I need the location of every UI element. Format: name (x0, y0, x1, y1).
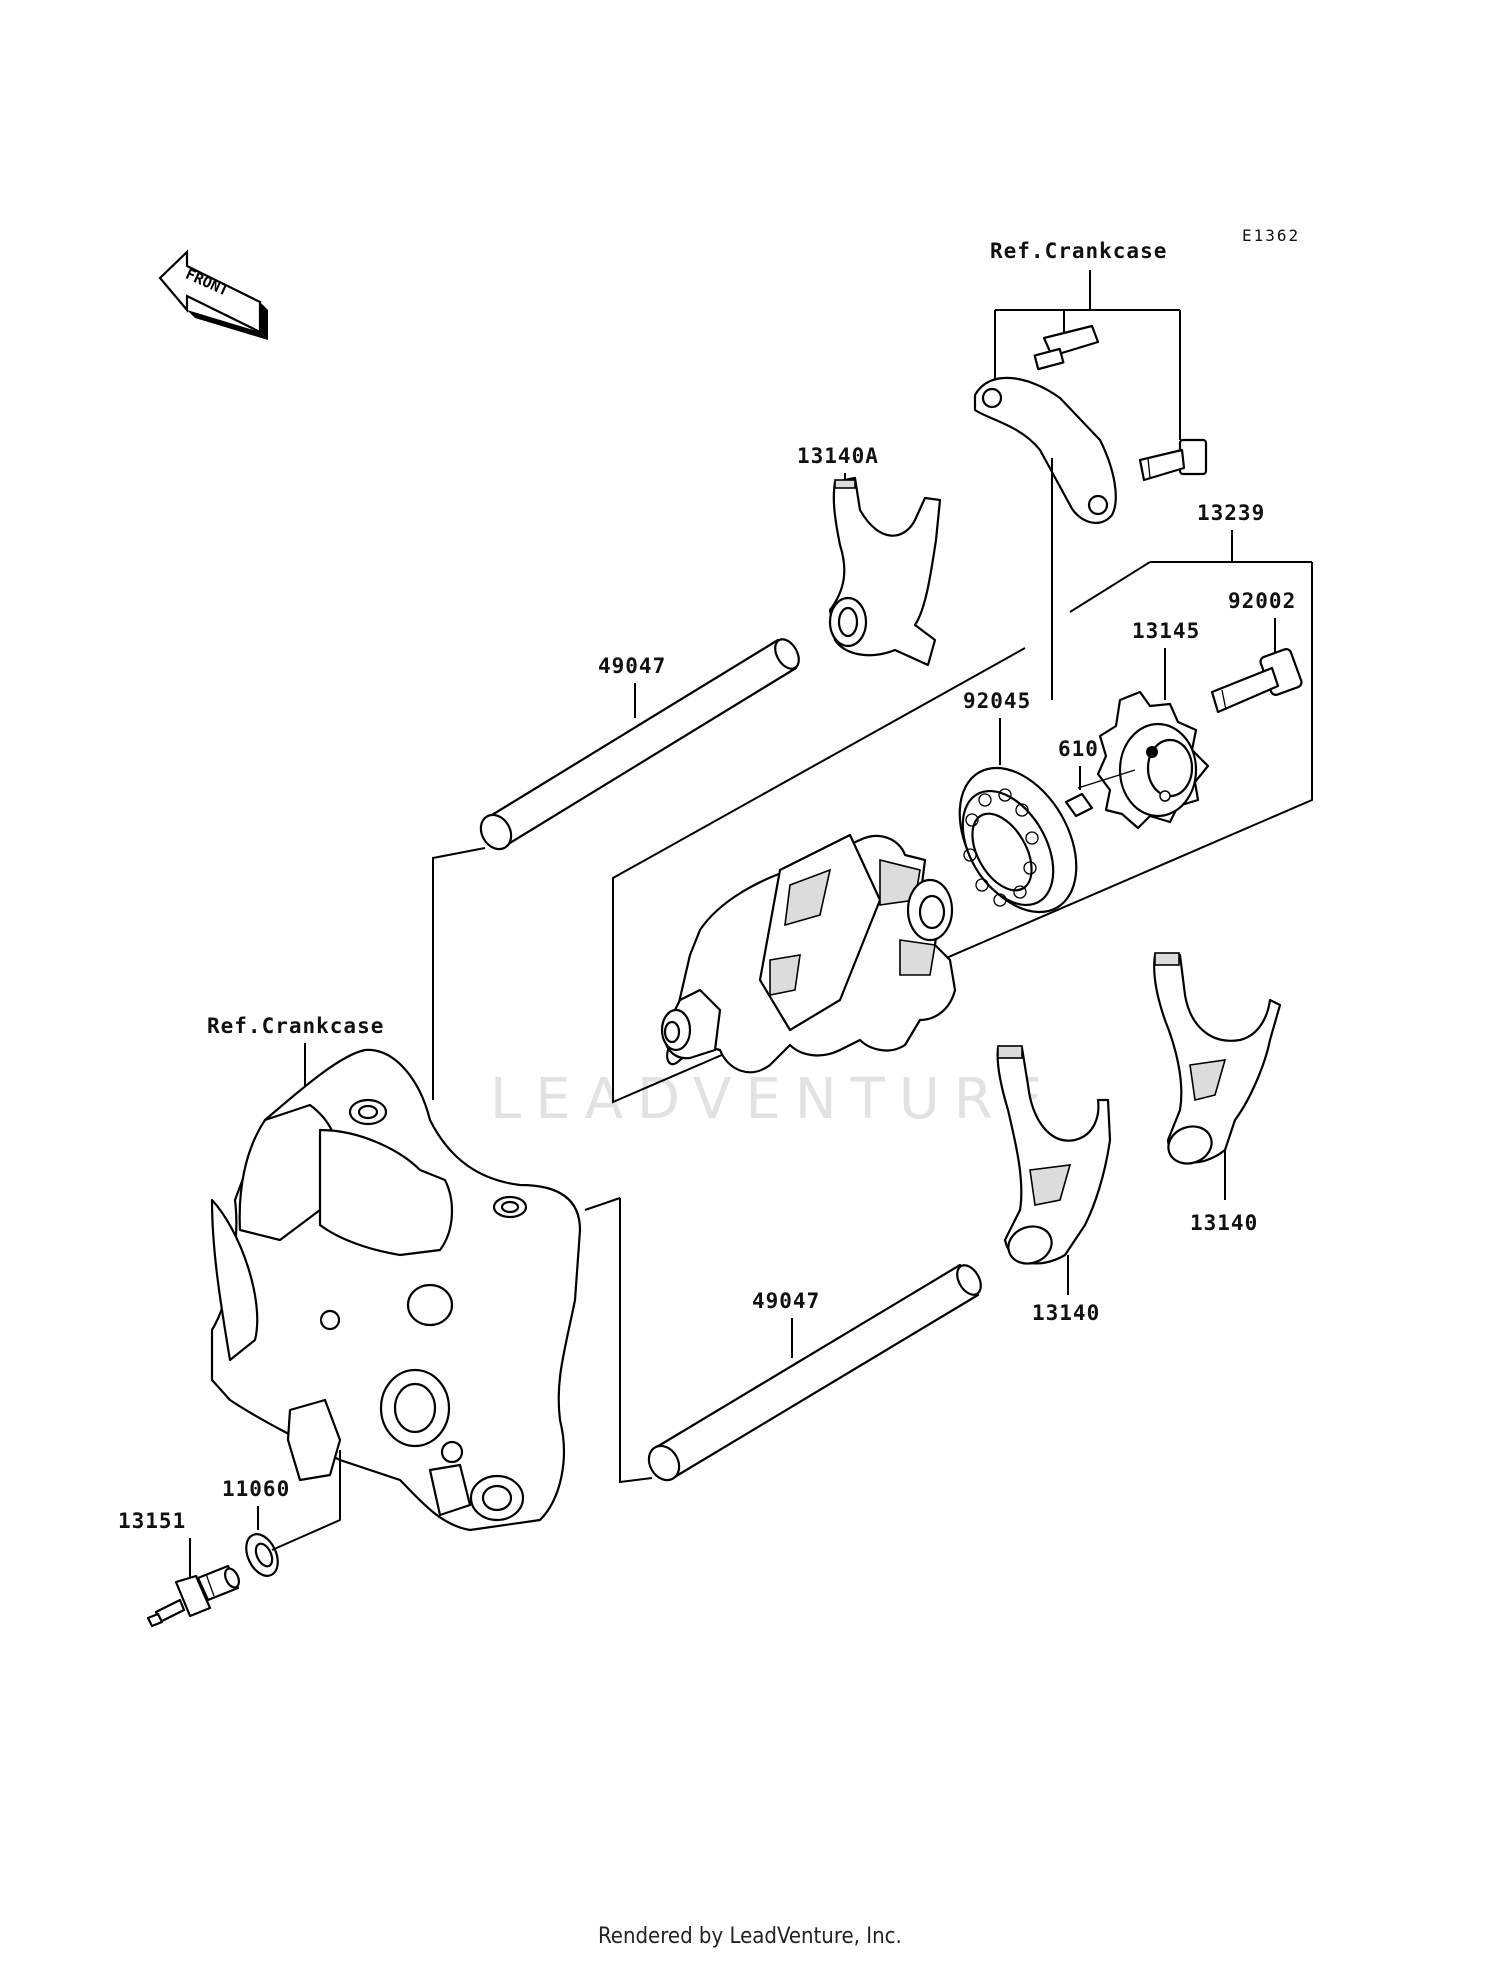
ball-bearing-icon (958, 766, 1078, 914)
neutral-switch-icon (146, 1564, 240, 1628)
crankcase-icon (210, 1048, 582, 1532)
bolt-lower-icon (1138, 438, 1208, 482)
label-shaft-lower: 49047 (752, 1289, 820, 1313)
shift-drum-icon (660, 833, 957, 1074)
dowel-pin-icon (1064, 769, 1136, 818)
label-switch: 13151 (118, 1509, 186, 1533)
shift-rod-lower-icon (647, 1263, 982, 1482)
label-drum-assembly: 13239 (1197, 501, 1265, 525)
front-arrow-icon: FRONT (158, 249, 268, 340)
label-washer: 11060 (222, 1477, 290, 1501)
leader-crankcase-bracket (584, 1197, 621, 1211)
label-ref-crankcase-left: Ref.Crankcase (207, 1014, 384, 1038)
label-shaft-upper: 49047 (598, 654, 666, 678)
label-bearing: 92045 (963, 689, 1031, 713)
label-bolt: 92002 (1228, 589, 1296, 613)
footer-credit: Rendered by LeadVenture, Inc. (598, 1924, 902, 1949)
washer-icon (245, 1533, 279, 1577)
label-pin: 610 (1058, 737, 1099, 761)
leader-shaft-lower-crankcase (619, 1198, 653, 1484)
retainer-plate-icon (973, 376, 1117, 525)
label-fork-right: 13140 (1190, 1211, 1258, 1235)
drum-cam-icon (1096, 690, 1210, 830)
shift-rod-upper-icon (479, 638, 800, 851)
watermark-text: LEADVENTURE (490, 1067, 1056, 1132)
diagram-code: E1362 (1242, 226, 1300, 245)
leader-shaft-upper-crankcase (432, 847, 486, 1100)
label-ref-crankcase-top: Ref.Crankcase (990, 239, 1167, 263)
shift-fork-right-icon (1153, 952, 1282, 1165)
leader-washer-crankcase (271, 1450, 341, 1551)
label-fork-a: 13140A (797, 444, 879, 468)
label-drum-cam: 13145 (1132, 619, 1200, 643)
shift-fork-center-icon (996, 1045, 1112, 1265)
shift-fork-a-icon (828, 476, 942, 667)
label-fork-center: 13140 (1032, 1301, 1100, 1325)
drum-bolt-icon (1210, 648, 1303, 714)
leader-ref-crankcase-top (994, 270, 1181, 440)
leader-drum-assembly (612, 530, 1313, 1104)
bolt-upper-icon (1033, 324, 1100, 371)
